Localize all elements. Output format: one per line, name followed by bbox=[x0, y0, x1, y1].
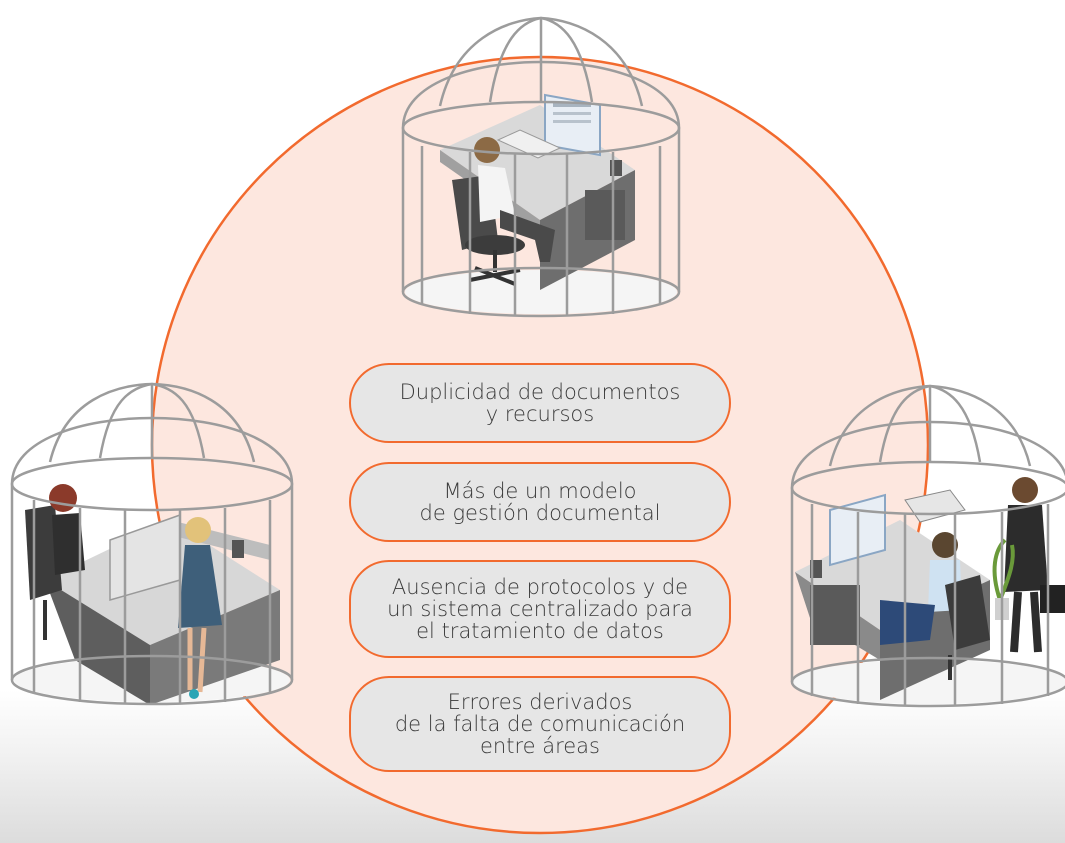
pill-line: Errores derivados bbox=[447, 690, 633, 714]
problem-pill-protocolos: Ausencia de protocolos y de un sistema c… bbox=[349, 560, 731, 658]
pill-line: entre áreas bbox=[479, 734, 600, 758]
problem-pill-duplicidad: Duplicidad de documentos y recursos bbox=[349, 363, 731, 443]
pill-line: el tratamiento de datos bbox=[416, 619, 664, 643]
pill-line: de la falta de comunicación bbox=[394, 712, 686, 736]
top-cage-icon bbox=[401, 16, 681, 318]
pill-line: Duplicidad de documentos bbox=[399, 380, 681, 404]
pill-line: de gestión documental bbox=[419, 501, 661, 525]
right-cage-icon bbox=[790, 384, 1065, 708]
problem-pill-errores: Errores derivados de la falta de comunic… bbox=[349, 676, 731, 772]
pill-line: Más de un modelo bbox=[443, 479, 637, 503]
pill-line: Ausencia de protocolos y de bbox=[391, 575, 689, 599]
problem-pill-modelo: Más de un modelo de gestión documental bbox=[349, 462, 731, 542]
left-cage-icon bbox=[10, 382, 294, 706]
pill-line: y recursos bbox=[485, 402, 595, 426]
pill-line: un sistema centralizado para bbox=[387, 597, 693, 621]
